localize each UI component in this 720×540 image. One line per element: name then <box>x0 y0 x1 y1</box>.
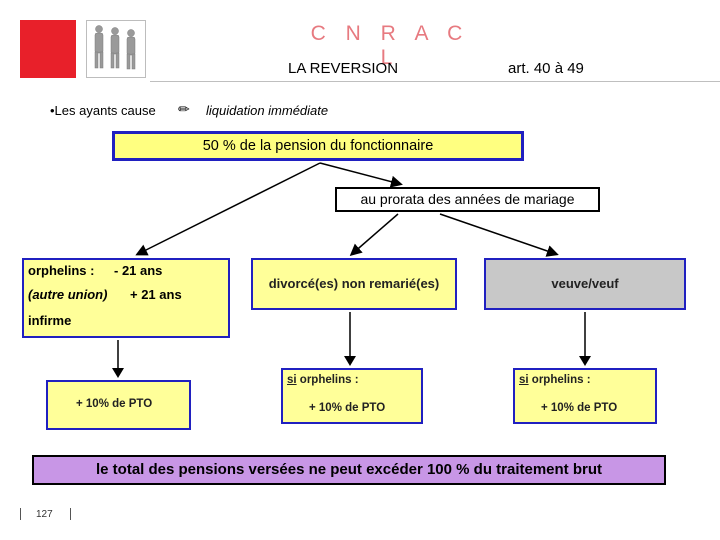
pto-text: + 10% de PTO <box>76 398 153 410</box>
arrow-to-orphelins <box>135 162 321 256</box>
orphelins-box <box>22 258 230 338</box>
pto-box-veuve: si orphelins : + 10% de PTO <box>513 368 657 424</box>
pto-box-divorce: si orphelins : + 10% de PTO <box>281 368 423 424</box>
orphelins-label: orphelins : <box>28 263 95 278</box>
liquidation-label: liquidation immédiate <box>206 103 329 118</box>
autre-union-age: + 21 ans <box>130 287 182 302</box>
prorata-box: au prorata des années de mariage <box>335 187 600 212</box>
red-logo-square <box>20 20 76 78</box>
ayants-cause-label: •Les ayants cause <box>50 103 156 118</box>
veuve-box: veuve/veuf <box>484 258 686 310</box>
pension-box: 50 % de la pension du fonctionnaire <box>112 131 524 161</box>
autre-union-label: (autre union) <box>28 287 108 302</box>
footer-divider-left <box>20 508 21 520</box>
brand-title: C N R A C L <box>310 22 470 69</box>
total-pensions-box: le total des pensions versées ne peut ex… <box>32 455 666 485</box>
si-orphelins-label: si orphelins : <box>287 374 359 386</box>
pto-text: + 10% de PTO <box>309 402 386 414</box>
arrow-to-prorata <box>319 162 403 188</box>
divorce-box: divorcé(es) non remarié(es) <box>251 258 457 310</box>
arrow-to-pto3 <box>579 356 591 366</box>
article-reference: art. 40 à 49 <box>508 60 584 77</box>
footer-divider-right <box>70 508 71 520</box>
page-number: 127 <box>36 509 53 520</box>
pto-box-orphelins: + 10% de PTO <box>46 380 191 430</box>
orphelins-age: - 21 ans <box>114 263 163 278</box>
pto-text: + 10% de PTO <box>541 402 618 414</box>
arrow-to-pto2 <box>344 356 356 366</box>
arrow-to-veuve <box>439 213 559 257</box>
people-logo-icon <box>86 20 146 78</box>
arrow-to-pto1 <box>112 368 124 378</box>
si-orphelins-label: si orphelins : <box>519 374 591 386</box>
page-subtitle: LA REVERSION <box>288 60 399 77</box>
arrow-to-divorce <box>349 213 399 256</box>
header-divider <box>150 81 720 82</box>
pencil-icon: ✏ <box>178 101 190 117</box>
infirme-label: infirme <box>28 313 72 328</box>
